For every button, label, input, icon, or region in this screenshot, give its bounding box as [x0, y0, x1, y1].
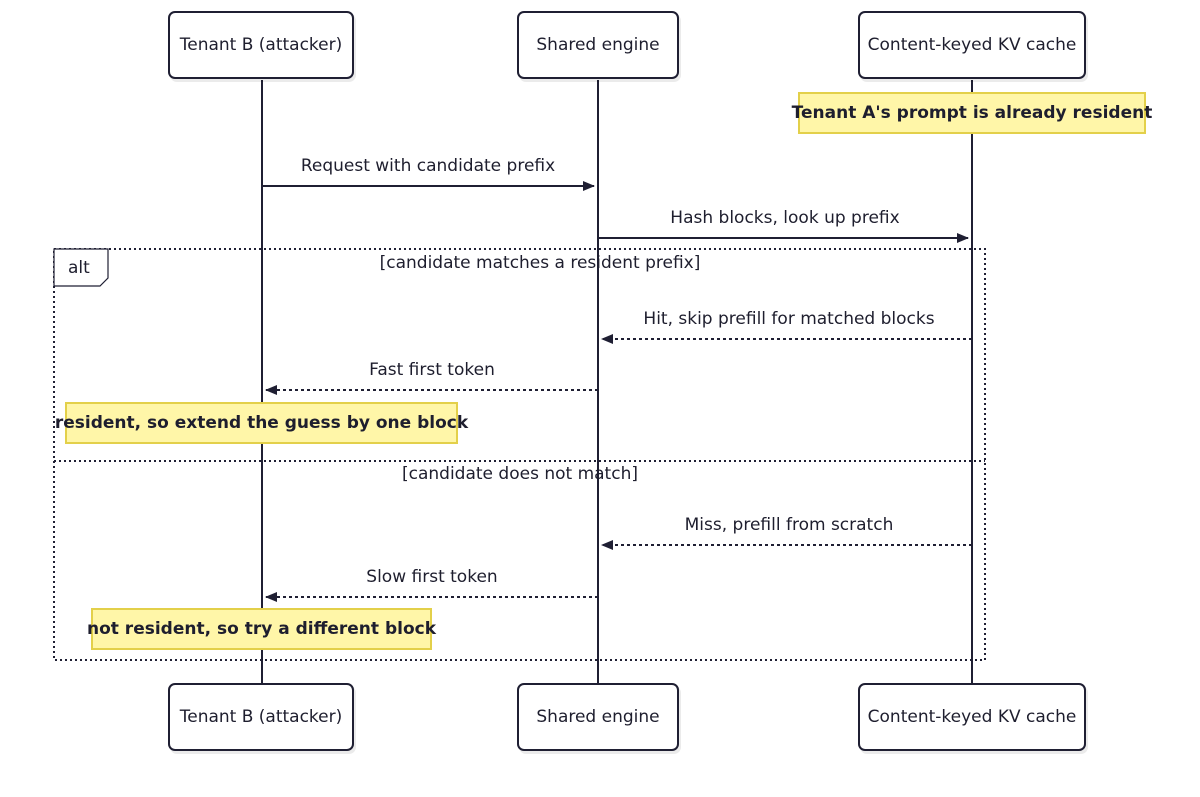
message-fast-label: Fast first token — [369, 360, 495, 380]
participant-label: Shared engine — [536, 35, 660, 55]
message-hit-label: Hit, skip prefill for matched blocks — [643, 309, 935, 329]
participant-label: Tenant B (attacker) — [179, 35, 343, 55]
message-lookup-label: Hash blocks, look up prefix — [670, 208, 900, 228]
alt-condition-1: [candidate matches a resident prefix] — [379, 253, 701, 273]
alt-tag-shape — [53, 248, 109, 287]
participant-engine-top: Shared engine — [517, 11, 679, 79]
message-miss-label: Miss, prefill from scratch — [684, 515, 894, 535]
note-resident: Tenant A's prompt is already resident — [792, 92, 1152, 134]
participant-label: Shared engine — [536, 707, 660, 727]
alt-condition-2: [candidate does not match] — [402, 464, 638, 484]
note-hit: resident, so extend the guess by one blo… — [55, 402, 468, 444]
alt-frame — [53, 248, 986, 661]
message-request-label: Request with candidate prefix — [300, 156, 556, 176]
participant-label: Tenant B (attacker) — [179, 707, 343, 727]
participant-engine-bottom: Shared engine — [517, 683, 679, 751]
alt-label: alt — [68, 258, 90, 278]
participant-cache-bottom: Content-keyed KV cache — [858, 683, 1086, 751]
participant-cache-top: Content-keyed KV cache — [858, 11, 1086, 79]
participant-tenant-b-top: Tenant B (attacker) — [168, 11, 354, 79]
message-slow-label: Slow first token — [366, 567, 498, 587]
participant-tenant-b-bottom: Tenant B (attacker) — [168, 683, 354, 751]
participant-label: Content-keyed KV cache — [867, 35, 1077, 55]
note-miss: not resident, so try a different block — [87, 608, 436, 650]
participant-label: Content-keyed KV cache — [867, 707, 1077, 727]
alt-tag: alt — [54, 249, 108, 286]
